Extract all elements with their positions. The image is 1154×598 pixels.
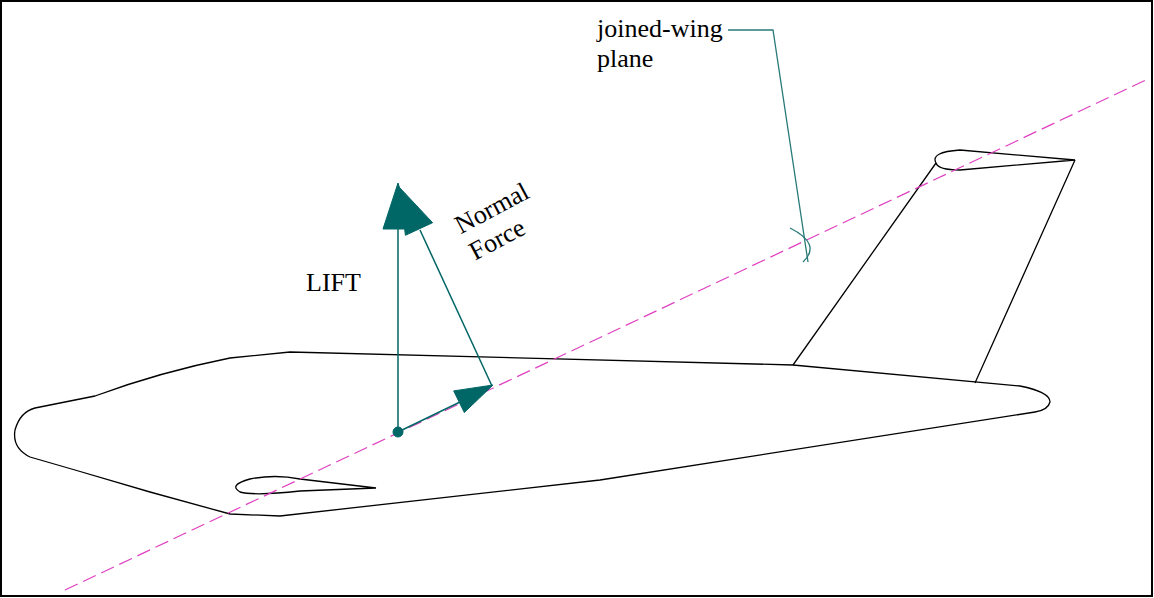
fuselage-outline [15, 352, 1050, 516]
lift-arrow-shaft [397, 226, 399, 432]
fin-outline [793, 160, 1075, 383]
callout-label: joined-wing plane [597, 14, 737, 74]
component-arrowhead [454, 385, 493, 413]
leader-line [728, 30, 808, 262]
joined-wing-plane-line [65, 78, 1150, 590]
force-origin-dot [393, 427, 403, 437]
component-arrow-shaft [398, 402, 460, 432]
leader-arc [790, 228, 810, 262]
fin-tip-airfoil [935, 150, 1075, 170]
wing-airfoil [236, 477, 376, 494]
force-label: Normal Force [450, 161, 577, 267]
normal-force-arrowhead [400, 188, 433, 235]
force-label: LIFT [306, 268, 386, 298]
